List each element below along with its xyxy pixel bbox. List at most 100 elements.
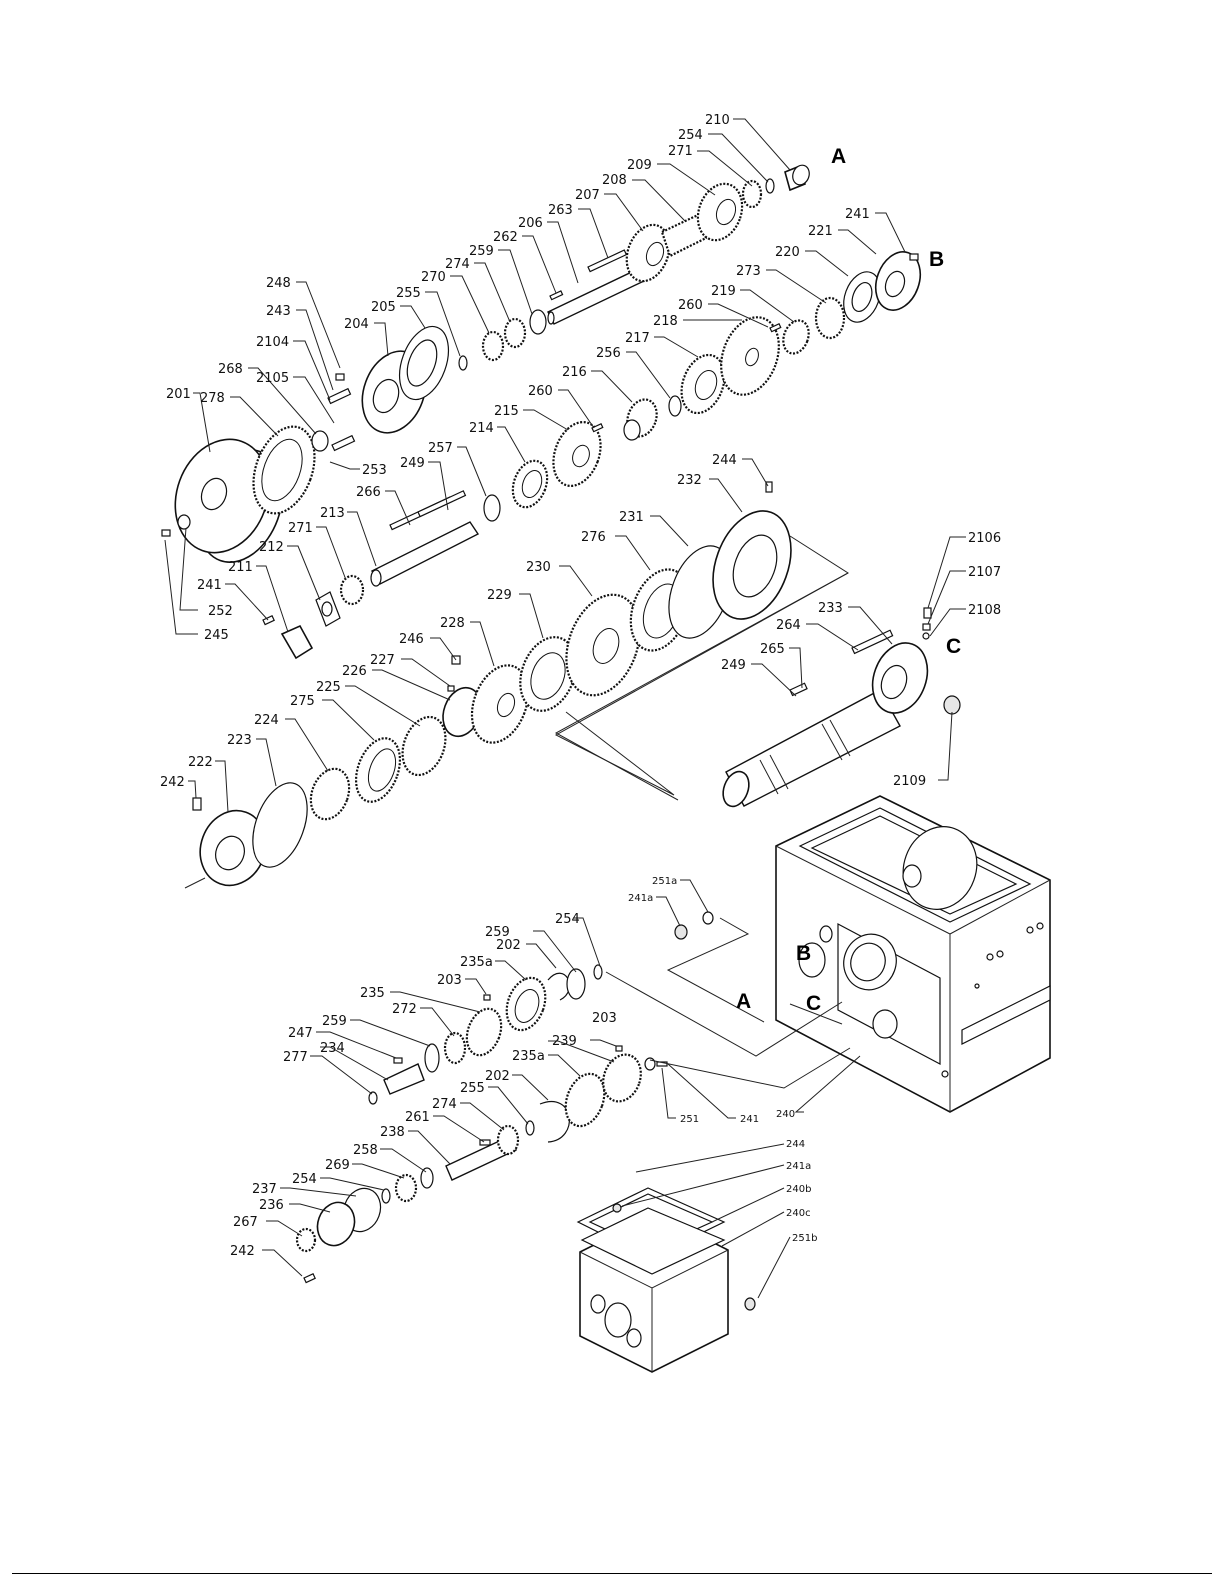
callout-label: 232	[677, 473, 702, 488]
callout-label: 254	[678, 128, 703, 143]
callout-label: 246	[399, 632, 424, 647]
spring-2107	[922, 623, 931, 631]
key-265	[789, 682, 808, 697]
key-264	[851, 629, 894, 655]
circlip-259	[529, 309, 547, 335]
callout-label: 218	[653, 314, 678, 329]
callout-label: 241	[197, 578, 222, 593]
callout-label: 254	[292, 1172, 317, 1187]
pin-253	[331, 434, 356, 452]
callout-label: 229	[487, 588, 512, 603]
callout-label: 267	[233, 1215, 258, 1230]
callout-label: 219	[711, 284, 736, 299]
circlip-202a	[547, 972, 571, 1001]
middle-shaft-assembly	[161, 251, 922, 660]
callout-label: 255	[460, 1081, 485, 1096]
shaft-206	[547, 267, 647, 325]
screw-2106	[923, 607, 932, 619]
leader-lines	[164, 118, 966, 1299]
callout-label: 204	[344, 317, 369, 332]
callout-label: 251	[680, 1114, 699, 1125]
callout-label: 202	[496, 938, 521, 953]
key-249	[417, 490, 467, 518]
circlip-254c	[381, 1188, 391, 1204]
callout-label: 225	[316, 680, 341, 695]
circlip-255	[458, 355, 468, 371]
housing-cover-view	[576, 1187, 756, 1373]
key-247	[393, 1057, 403, 1064]
callout-label: 236	[259, 1198, 284, 1213]
bearing-274	[503, 317, 527, 349]
marker-b-top: B	[929, 248, 944, 271]
callout-label: 222	[188, 755, 213, 770]
callout-label: 251b	[792, 1233, 817, 1244]
callout-label: 212	[259, 540, 284, 555]
callout-label: 240c	[786, 1208, 811, 1219]
marker-c-housing: C	[806, 992, 821, 1015]
callout-label: 258	[353, 1143, 378, 1158]
callout-label: 242	[230, 1244, 255, 1259]
circlip-259c	[424, 1043, 440, 1073]
callout-label: 221	[808, 224, 833, 239]
flange-236	[316, 1201, 356, 1247]
callout-label: 269	[325, 1158, 350, 1173]
key-203a	[483, 994, 491, 1001]
ball-2108	[922, 632, 930, 640]
callout-label: 249	[400, 456, 425, 471]
callout-label: 240b	[786, 1184, 811, 1195]
callout-label: 203	[592, 1011, 617, 1026]
circlip-256	[668, 395, 682, 417]
spindle-shaft	[722, 607, 961, 808]
callout-label: 261	[405, 1110, 430, 1125]
callout-label: 274	[432, 1097, 457, 1112]
callout-label: 224	[254, 713, 279, 728]
callout-label: 277	[283, 1050, 308, 1065]
plug-241a	[674, 924, 688, 940]
callout-label: 270	[421, 270, 446, 285]
circlip-257	[483, 494, 501, 522]
pin-227	[447, 685, 455, 692]
callout-label: 2104	[256, 335, 289, 350]
callout-label: 201	[166, 387, 191, 402]
gear-235a-b	[564, 1072, 606, 1128]
callout-label: 240	[776, 1109, 795, 1120]
callout-label: 233	[818, 601, 843, 616]
gasket-223	[252, 782, 308, 868]
callout-label: 2109	[893, 774, 926, 789]
callout-label: 237	[252, 1182, 277, 1197]
bearing-271	[741, 179, 763, 209]
callout-label: 215	[494, 404, 519, 419]
callout-label: 214	[469, 421, 494, 436]
callout-label: 203	[437, 973, 462, 988]
marker-b-housing: B	[796, 942, 811, 965]
gasket-240c	[580, 1207, 726, 1275]
callout-label: 235a	[460, 955, 493, 970]
callout-label: 264	[776, 618, 801, 633]
shaft-213	[371, 521, 480, 585]
marker-c-top: C	[946, 635, 961, 658]
marker-a-housing: A	[736, 990, 751, 1013]
callout-label: 217	[625, 331, 650, 346]
spindle-frame	[554, 535, 849, 796]
callout-label: 251a	[652, 876, 677, 887]
washer-251a	[702, 911, 714, 925]
circlip-254b	[593, 964, 603, 980]
key-260a	[769, 322, 782, 333]
callout-label: 273	[736, 264, 761, 279]
gear-239	[602, 1053, 642, 1103]
callout-label: 208	[602, 173, 627, 188]
plug-251b	[744, 1297, 756, 1311]
callout-label: 252	[208, 604, 233, 619]
callout-label: 253	[362, 463, 387, 478]
callout-label: 255	[396, 286, 421, 301]
callout-label: 278	[200, 391, 225, 406]
screw-248	[335, 373, 345, 381]
screw-242b	[303, 1272, 316, 1284]
brake-ring-278	[252, 425, 316, 515]
circlip-254	[765, 178, 775, 194]
callout-label: 231	[619, 510, 644, 525]
callout-label: 241	[740, 1114, 759, 1125]
plug-241a-b	[612, 1203, 622, 1213]
bearing-273	[814, 296, 846, 340]
screw-241b	[262, 614, 275, 626]
